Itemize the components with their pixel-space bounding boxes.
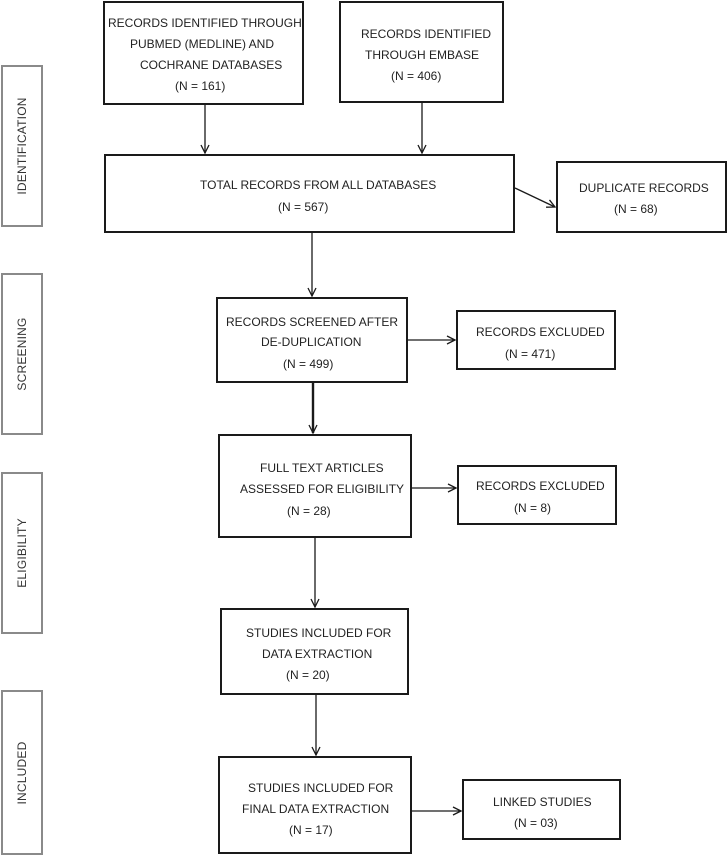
box-duplicate-line-1: DUPLICATE RECORDS xyxy=(579,181,709,195)
phase-identification: IDENTIFICATION xyxy=(1,65,43,227)
box-embase-line-2: THROUGH EMBASE xyxy=(365,48,480,62)
arrow-total-to-duplicates xyxy=(514,187,555,207)
box-pubmed-count: (N = 161) xyxy=(175,79,226,93)
box-final-line-2: FINAL DATA EXTRACTION xyxy=(242,802,390,816)
box-records-excluded-eligibility: RECORDS EXCLUDED (N = 8) xyxy=(457,465,617,525)
box-final-count: (N = 17) xyxy=(289,823,333,837)
box-duplicate-count: (N = 68) xyxy=(614,202,658,216)
box-excluded-eligibility-line-1: RECORDS EXCLUDED xyxy=(476,479,605,493)
box-embase-count: (N = 406) xyxy=(391,69,442,83)
box-linked-count: (N = 03) xyxy=(514,816,558,830)
box-total-line-1: TOTAL RECORDS FROM ALL DATABASES xyxy=(200,178,437,192)
box-pubmed-line-3: COCHRANE DATABASES xyxy=(140,58,283,72)
phase-eligibility: ELIGIBILITY xyxy=(1,472,43,634)
box-screened-count: (N = 499) xyxy=(283,357,334,371)
box-excluded-eligibility-count: (N = 8) xyxy=(514,501,552,515)
box-records-excluded-screening: RECORDS EXCLUDED (N = 471) xyxy=(456,310,616,370)
phase-included: INCLUDED xyxy=(1,690,43,855)
box-extraction-count: (N = 20) xyxy=(286,668,330,682)
phase-screening: SCREENING xyxy=(1,273,43,435)
box-pubmed-records: RECORDS IDENTIFIED THROUGH PUBMED (MEDLI… xyxy=(103,1,304,105)
box-final-line-1: STUDIES INCLUDED FOR xyxy=(248,781,394,795)
box-fulltext-line-1: FULL TEXT ARTICLES xyxy=(260,461,384,475)
box-excluded-screening-count: (N = 471) xyxy=(505,347,556,361)
box-linked-studies: LINKED STUDIES (N = 03) xyxy=(462,779,621,840)
box-embase-line-1: RECORDS IDENTIFIED xyxy=(361,27,492,41)
box-total-count: (N = 567) xyxy=(278,200,329,214)
box-pubmed-line-1: RECORDS IDENTIFIED THROUGH xyxy=(108,16,302,30)
box-screened-records: RECORDS SCREENED AFTER DE-DUPLICATION (N… xyxy=(216,297,408,383)
box-duplicate-records: DUPLICATE RECORDS (N = 68) xyxy=(556,161,727,233)
box-screened-line-1: RECORDS SCREENED AFTER xyxy=(226,315,399,329)
box-linked-line-1: LINKED STUDIES xyxy=(493,795,592,809)
box-pubmed-line-2: PUBMED (MEDLINE) AND xyxy=(130,37,275,51)
box-embase-records: RECORDS IDENTIFIED THROUGH EMBASE (N = 4… xyxy=(339,1,504,103)
box-total-records: TOTAL RECORDS FROM ALL DATABASES (N = 56… xyxy=(104,154,515,233)
box-data-extraction: STUDIES INCLUDED FOR DATA EXTRACTION (N … xyxy=(220,608,409,695)
box-extraction-line-2: DATA EXTRACTION xyxy=(262,647,373,661)
box-screened-line-2: DE-DUPLICATION xyxy=(261,335,362,349)
box-extraction-line-1: STUDIES INCLUDED FOR xyxy=(246,626,392,640)
box-final-extraction: STUDIES INCLUDED FOR FINAL DATA EXTRACTI… xyxy=(218,756,412,854)
box-fulltext-count: (N = 28) xyxy=(287,504,331,518)
box-fulltext-line-2: ASSESSED FOR ELIGIBILITY xyxy=(240,482,405,496)
box-excluded-screening-line-1: RECORDS EXCLUDED xyxy=(476,325,605,339)
box-fulltext-articles: FULL TEXT ARTICLES ASSESSED FOR ELIGIBIL… xyxy=(218,434,412,538)
